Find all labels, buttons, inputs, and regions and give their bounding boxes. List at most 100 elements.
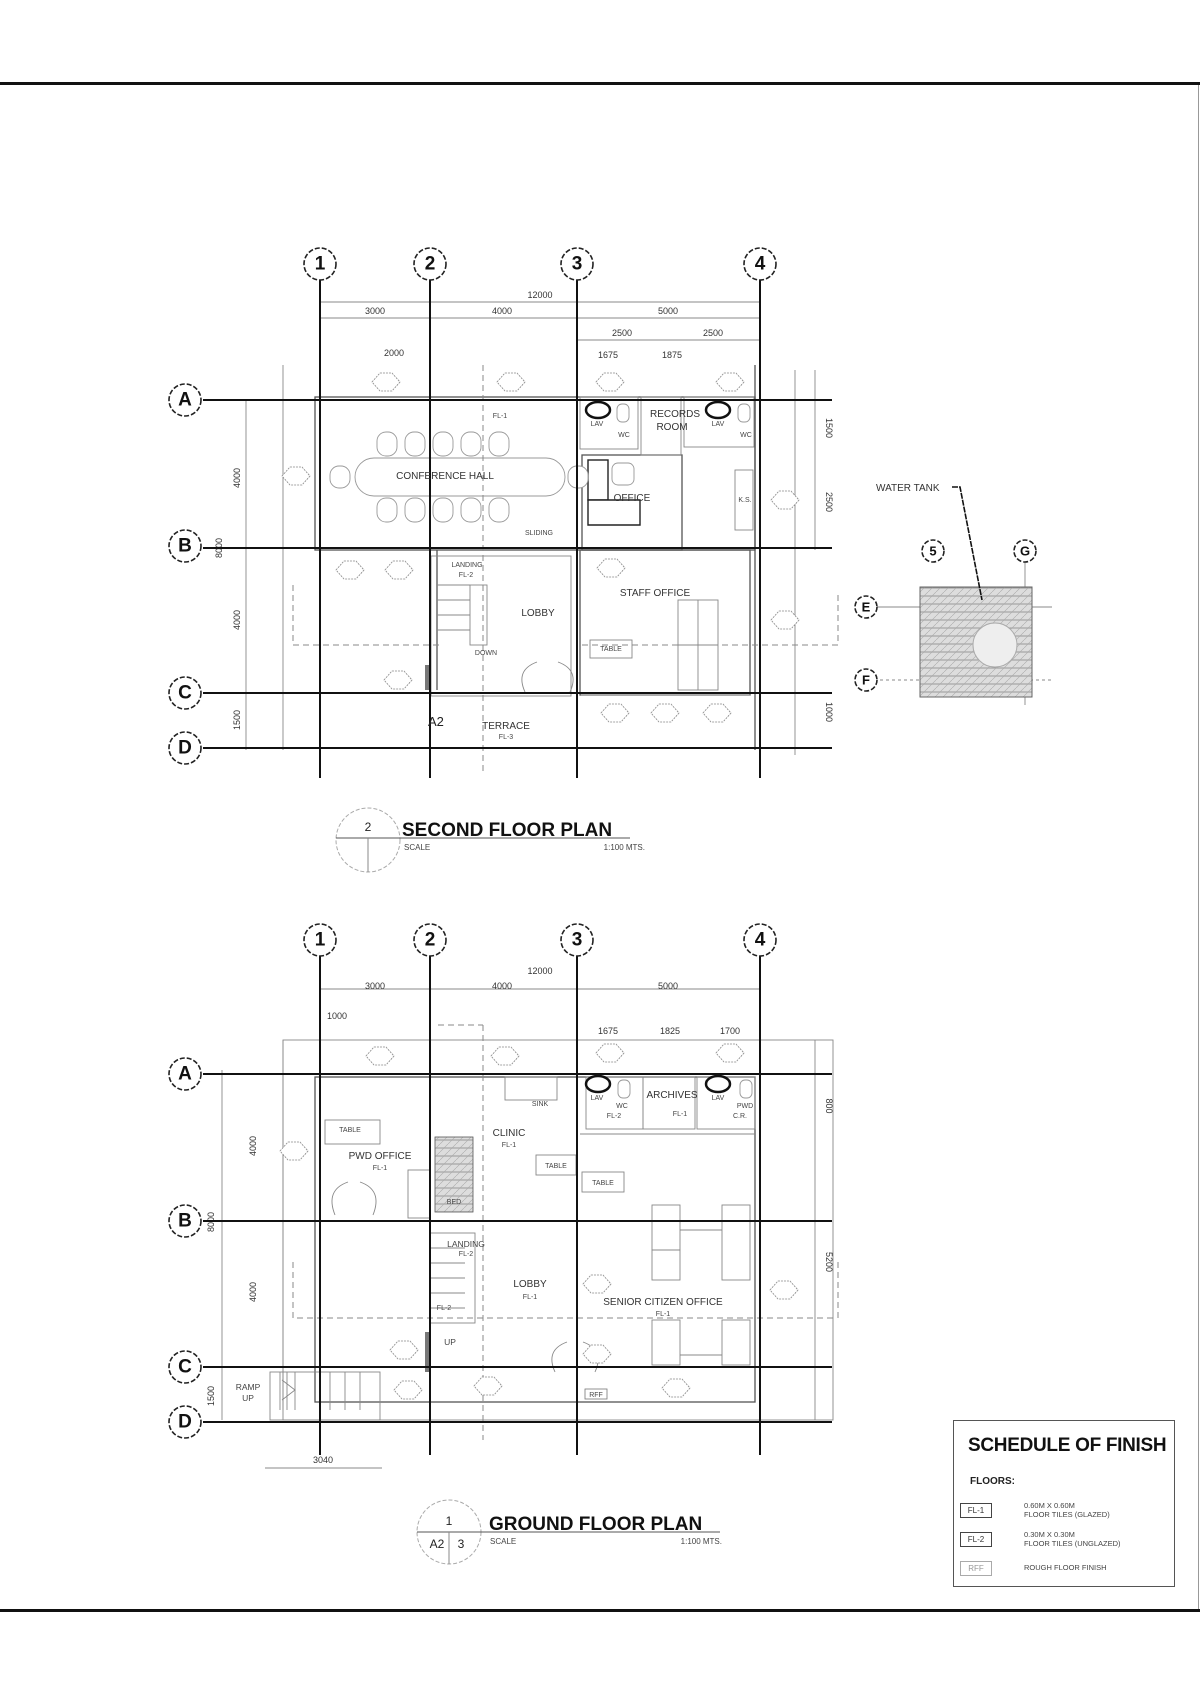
sf-dashed-line-right <box>580 595 839 646</box>
gf-dim-overall: 12000 <box>527 966 552 976</box>
sf-dim-r3: 1000 <box>824 702 834 722</box>
svg-text:E: E <box>862 600 871 615</box>
sf-dim-bay2: 4000 <box>492 306 512 316</box>
sf-scale-label: SCALE <box>404 843 430 852</box>
gf-room-pwd: PWD OFFICE <box>349 1151 412 1162</box>
gf-wc-icon-2 <box>739 1079 753 1099</box>
sf-dimensions-left: 4000 8000 4000 1500 <box>214 400 247 750</box>
gf-sink: SINK <box>532 1101 549 1108</box>
sf-section-ref: A2 <box>428 714 444 729</box>
svg-text:C: C <box>178 683 192 704</box>
gf-room-archives: ARCHIVES <box>646 1090 697 1101</box>
svg-text:4: 4 <box>755 254 766 275</box>
svg-text:D: D <box>178 738 192 759</box>
gf-tag-wc-fl2: FL-2 <box>607 1113 622 1120</box>
gf-dim-bc: 4000 <box>248 1282 258 1302</box>
gf-table-senior: TABLE <box>592 1180 614 1187</box>
sf-dim-sub2: 2500 <box>703 328 723 338</box>
svg-text:G: G <box>1020 544 1030 559</box>
grid-bubble-5 <box>921 539 945 563</box>
gf-dim-ramp: 3040 <box>313 1455 333 1465</box>
gf-dim-d3: 1700 <box>720 1026 740 1036</box>
sf-walls <box>282 365 756 750</box>
svg-text:2: 2 <box>425 254 436 275</box>
gf-dim-d1: 1675 <box>598 1026 618 1036</box>
schedule-code: FL-1 <box>960 1503 992 1518</box>
gf-tag-stair-fl2: FL-2 <box>437 1305 452 1312</box>
water-tank-icon <box>972 622 1018 668</box>
grid-bubble-f <box>854 668 878 692</box>
svg-text:B: B <box>178 536 192 557</box>
svg-text:3: 3 <box>572 930 583 951</box>
schedule-title: SCHEDULE OF FINISH <box>968 1435 1167 1456</box>
sf-grid-bubble-1 <box>303 247 337 281</box>
sf-lav-label: LAV <box>591 421 604 428</box>
sf-dim-d1: 1675 <box>598 350 618 360</box>
sf-room-lobby: LOBBY <box>521 608 555 619</box>
gf-up: UP <box>444 1337 456 1347</box>
gf-table-pwd: TABLE <box>339 1127 361 1134</box>
gf-grid-bubble-2 <box>413 923 447 957</box>
gf-lav-label-2: LAV <box>712 1095 725 1102</box>
gf-grid-bubble-b <box>168 1204 202 1238</box>
water-tank-leader <box>952 486 983 601</box>
gf-dim-r1: 800 <box>824 1098 834 1113</box>
gf-sheet-ref: A2 <box>430 1537 445 1551</box>
sf-scale-value: 1:100 MTS. <box>604 843 645 852</box>
svg-text:A: A <box>178 390 192 411</box>
sf-drawing-number: 2 <box>365 820 372 834</box>
gf-grid-row-bubbles: A B C D <box>168 1057 202 1439</box>
sf-conference-furniture <box>329 431 589 523</box>
gf-grid-bubble-d <box>168 1405 202 1439</box>
gf-grid-bubble-a <box>168 1057 202 1091</box>
gf-grid-col-bubbles: 1 2 3 4 <box>303 923 777 957</box>
svg-text:B: B <box>178 1211 192 1232</box>
gf-dim-offset: 1000 <box>327 1011 347 1021</box>
sf-grid-col-bubbles: 1 2 3 4 <box>303 247 777 281</box>
gf-wc-icon <box>617 1079 631 1099</box>
svg-text:5: 5 <box>929 544 936 559</box>
gf-dashed-line <box>292 1262 833 1319</box>
sf-grid-bubble-4 <box>743 247 777 281</box>
gf-grid-bubble-4 <box>743 923 777 957</box>
gf-window-tags <box>279 1043 799 1400</box>
sf-dim-ab: 4000 <box>232 468 242 488</box>
sheet-border-bottom <box>0 1609 1200 1612</box>
sf-window-tags <box>281 372 800 723</box>
sf-room-records-2: ROOM <box>656 422 687 433</box>
sf-dim-bay3: 5000 <box>658 306 678 316</box>
gf-drawing-number: 1 <box>446 1514 453 1528</box>
schedule-desc: 0.60M X 0.60M FLOOR TILES (GLAZED) <box>1024 1501 1110 1519</box>
gf-dim-bay1: 3000 <box>365 981 385 991</box>
gf-lav-icon-2 <box>704 1074 732 1094</box>
sf-lav-label-2: LAV <box>712 421 725 428</box>
gf-grid-bubble-1 <box>303 923 337 957</box>
gf-tag-lobby-fl1: FL-1 <box>523 1294 538 1301</box>
gf-dimensions-top: 12000 3000 4000 5000 1000 1675 1825 1700 <box>320 966 760 1036</box>
schedule-row: RFF ROUGH FLOOR FINISH <box>960 1559 1170 1585</box>
svg-text:3: 3 <box>572 254 583 275</box>
gf-dimensions-left: 4000 8000 4000 1500 <box>206 1040 284 1420</box>
sf-ks: K.S. <box>738 497 751 504</box>
sheet-border-right <box>1198 85 1199 1609</box>
grid-bubble-e <box>854 595 878 619</box>
sf-wc-icon <box>616 403 630 423</box>
sf-room-conference: CONFERENCE HALL <box>396 471 494 482</box>
schedule-desc: 0.30M X 0.30M FLOOR TILES (UNGLAZED) <box>1024 1530 1121 1548</box>
sheet-border-top <box>0 82 1200 85</box>
gf-lav-icon <box>584 1074 612 1094</box>
schedule-floors-label: FLOORS: <box>970 1476 1015 1487</box>
grid-bubble-g <box>1013 539 1037 563</box>
svg-text:C: C <box>178 1357 192 1378</box>
sf-grid-bubble-b <box>168 529 202 563</box>
gf-lav-label: LAV <box>591 1095 604 1102</box>
sf-dim-d2: 1875 <box>662 350 682 360</box>
schedule-desc: ROUGH FLOOR FINISH <box>1024 1563 1107 1572</box>
sf-lav-icon-2 <box>704 400 732 420</box>
gf-tag-archives-fl1: FL-1 <box>673 1111 688 1118</box>
gf-pwd-wc-label: PWD <box>737 1103 753 1110</box>
gf-scale-value: 1:100 MTS. <box>681 1537 722 1546</box>
svg-text:4: 4 <box>755 930 766 951</box>
sf-tag-fl3: FL-3 <box>499 734 514 741</box>
svg-text:2: 2 <box>425 930 436 951</box>
